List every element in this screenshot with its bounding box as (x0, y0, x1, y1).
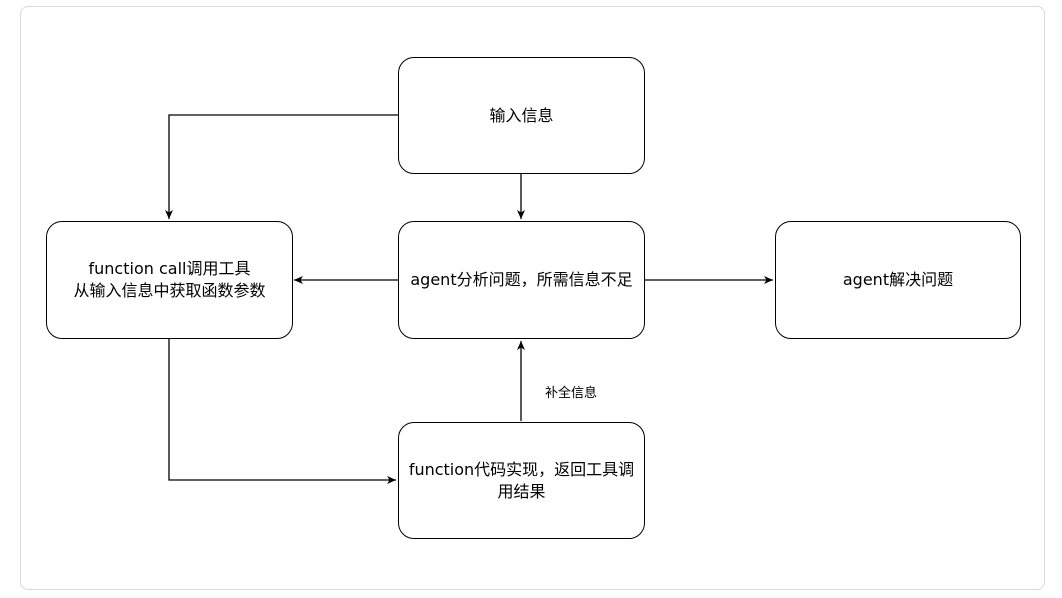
node-agent-solve: agent解决问题 (775, 221, 1021, 339)
node-agent-analyze: agent分析问题，所需信息不足 (398, 221, 645, 339)
node-function-call-label: function call调用工具 从输入信息中获取函数参数 (73, 259, 266, 300)
node-function-impl: function代码实现，返回工具调用结果 (398, 422, 645, 539)
node-input-info: 输入信息 (398, 57, 645, 174)
edge-label-supplement-info: 补全信息 (545, 382, 598, 401)
node-agent-analyze-label: agent分析问题，所需信息不足 (410, 270, 633, 289)
node-function-impl-label: function代码实现，返回工具调用结果 (408, 459, 635, 501)
node-input-info-label: 输入信息 (489, 105, 554, 125)
node-function-call: function call调用工具 从输入信息中获取函数参数 (46, 221, 293, 339)
node-agent-solve-label: agent解决问题 (842, 270, 954, 289)
